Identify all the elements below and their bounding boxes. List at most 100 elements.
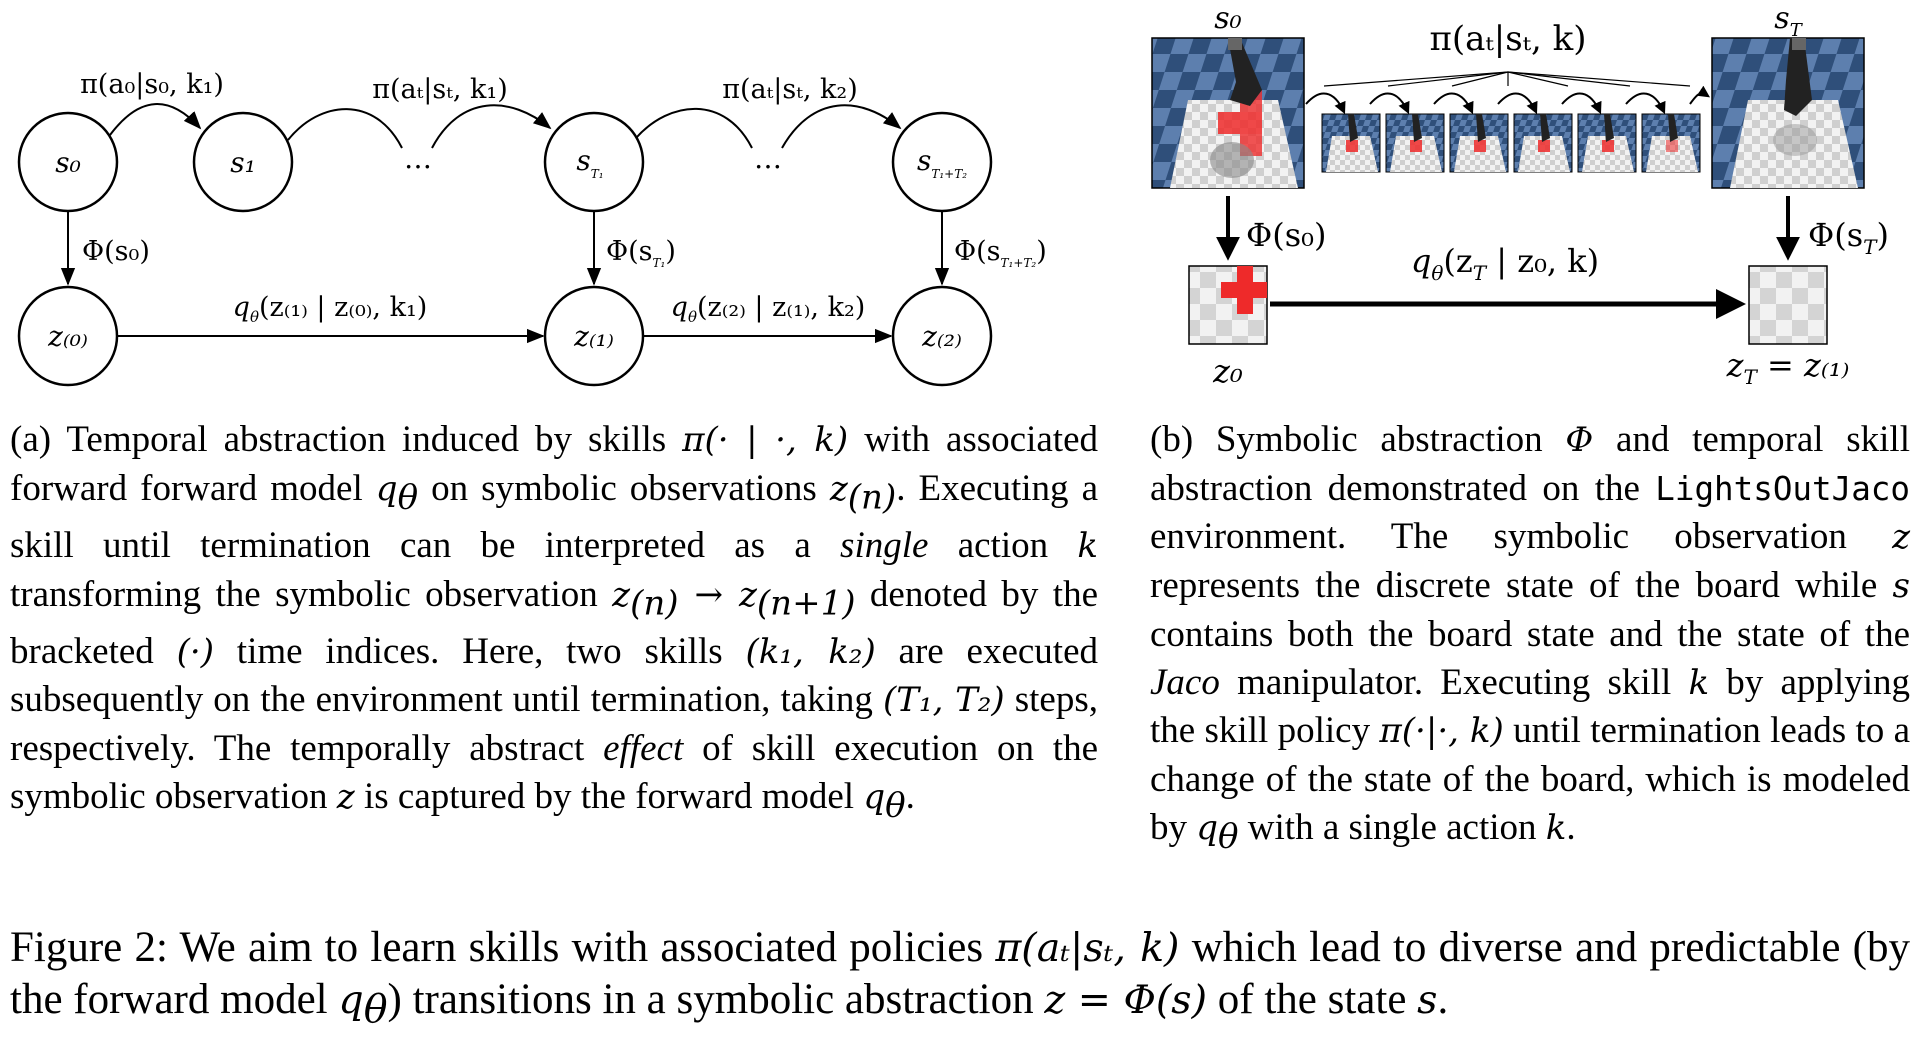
- dots-1: …: [404, 142, 432, 175]
- edge-dots-sT1: [431, 104, 552, 149]
- label-pi-a0: π(a₀|s₀, k₁): [80, 69, 224, 100]
- node-z1-label: z₍₁₎: [573, 320, 614, 353]
- label-phi-s0: Φ(s₀): [82, 236, 150, 267]
- caption-a-math: → z: [678, 574, 757, 615]
- label-pi-k1: π(aₜ|sₜ, k₁): [372, 74, 508, 105]
- caption-a-text: .: [905, 775, 915, 817]
- thumbnail-5: [1577, 113, 1637, 173]
- thumbnail-2: [1385, 113, 1445, 173]
- figure-caption-math: q: [338, 977, 364, 1023]
- caption-a-text: . Executing a skill until termination ca…: [10, 467, 1098, 566]
- figure-caption-math: π(aₜ|sₜ, k): [995, 925, 1180, 971]
- caption-b-math: θ: [1218, 816, 1239, 857]
- node-z2: [891, 285, 993, 387]
- caption-panel-a: (a) Temporal abstraction induced by skil…: [10, 416, 1098, 830]
- label-phi-s0-b: Φ(s₀): [1246, 216, 1326, 254]
- node-s0: [17, 111, 119, 213]
- caption-a-text: with associated forward forward model: [10, 419, 1099, 509]
- caption-b-math: z: [1892, 517, 1910, 558]
- caption-a-text: steps, respectively. The temporally abst…: [10, 679, 1099, 769]
- caption-a-math: z: [336, 776, 355, 817]
- thumbnail-3: [1449, 113, 1509, 173]
- caption-a-text: action: [928, 524, 1078, 566]
- figure-caption-math: s: [1417, 977, 1438, 1023]
- node-z1: [543, 285, 645, 387]
- label-forward-model: qθ(zT | z₀, k): [1411, 242, 1599, 285]
- node-s0-label: s₀: [55, 146, 81, 179]
- caption-a-text: time indices. Here, two skills: [213, 630, 746, 672]
- caption-b-emph: Jaco: [1150, 661, 1220, 703]
- caption-a-text: is captured by the forward model: [354, 775, 864, 817]
- board-zT: [1748, 265, 1828, 345]
- caption-b-math: k: [1688, 662, 1710, 703]
- caption-a-emph: single: [840, 524, 929, 566]
- node-s1-label: s₁: [230, 146, 256, 179]
- label-q-z1: qθ(z₍₁₎ | z₍₀₎, k₁): [233, 292, 428, 326]
- edge-s1-dots: [287, 108, 403, 149]
- caption-panel-b: (b) Symbolic abstraction Φ and temporal …: [1150, 416, 1910, 861]
- label-phi-sT1: Φ(sT₁): [606, 236, 676, 270]
- figure-caption-text: of the state: [1207, 976, 1418, 1023]
- caption-b-text: by applying the skill policy: [1150, 661, 1910, 752]
- node-sT1-label: sT₁: [576, 144, 603, 181]
- caption-b-text: with a single action: [1238, 806, 1546, 848]
- caption-a-emph: effect: [603, 728, 684, 769]
- caption-b-text: contains both the board state and the st…: [1150, 613, 1910, 655]
- figure-caption-text: ) transitions in a symbolic abstraction: [387, 976, 1045, 1023]
- caption-a-text: on symbolic observations: [418, 467, 830, 509]
- caption-a-math: z: [612, 574, 631, 615]
- node-sT1T2-label: sT₁+T₂: [917, 144, 967, 181]
- thumbnail-6: [1641, 113, 1701, 173]
- label-phi-sT-b: Φ(sT): [1808, 216, 1889, 259]
- label-q-z2: qθ(z₍₂₎ | z₍₁₎, k₂): [671, 292, 866, 326]
- caption-b-text: manipulator. Executing skill: [1219, 661, 1689, 703]
- caption-b-text: and temporal skill abstraction demonstra…: [1150, 419, 1910, 509]
- policy-fan-lines: [1323, 71, 1691, 87]
- caption-a-text: are executed subsequently on the environ…: [10, 630, 1098, 721]
- caption-a-text: denoted by the bracketed: [10, 573, 1098, 672]
- caption-a-math: (T₁, T₂): [883, 680, 1005, 721]
- render-s0-image: [1151, 37, 1305, 189]
- label-zT-b: zT = z₍₁₎: [1726, 346, 1850, 389]
- caption-a-math: (n): [847, 477, 897, 518]
- caption-b-math: k: [1545, 807, 1567, 848]
- caption-b-text: environment. The symbolic observation: [1150, 516, 1893, 558]
- figure-caption-text: .: [1437, 976, 1449, 1023]
- label-phi-sT1T2: Φ(sT₁+T₂): [954, 236, 1047, 270]
- caption-a-math: z: [829, 468, 848, 509]
- node-z0: [17, 285, 119, 387]
- label-sT-top: sT: [1774, 1, 1803, 41]
- figure-caption-text: which lead to diverse and predictable (b…: [10, 924, 1911, 1023]
- node-z2-label: z₍₂₎: [921, 320, 962, 353]
- node-z0-label: z₍₀₎: [47, 320, 88, 353]
- caption-b-math: Φ: [1565, 420, 1594, 460]
- caption-a-text: transforming the symbolic observation: [10, 573, 613, 615]
- caption-a-math: (n+1): [756, 582, 856, 623]
- panel-b-diagram: s₀ sT π(aₜ|sₜ, k): [1151, 1, 1889, 390]
- figure-caption-math: z = Φ(s): [1044, 977, 1208, 1023]
- caption-b-env-name: LightsOutJaco: [1655, 469, 1910, 508]
- panel-a-graph: s₀ s₁ sT₁ sT₁+T₂ z₍₀₎ z₍₁₎ z₍₂₎ … … π(a₀…: [17, 69, 1047, 387]
- board-z0: [1188, 265, 1268, 345]
- figure-caption-math: θ: [363, 986, 388, 1033]
- caption-b-label: (b): [1150, 419, 1194, 460]
- caption-b-math: π(·|·, k): [1379, 711, 1504, 752]
- caption-b-text: represents the discrete state of the boa…: [1150, 565, 1893, 607]
- caption-b-text: .: [1566, 806, 1576, 848]
- thumbnail-4: [1513, 113, 1573, 173]
- edge-sT1-dots: [635, 107, 753, 149]
- caption-a-math: π(· | ·, k): [682, 420, 849, 460]
- caption-a-math: q: [375, 468, 398, 509]
- caption-a-math: θ: [885, 785, 906, 826]
- label-z0-b: z₀: [1212, 352, 1243, 390]
- caption-a-text: of skill execution on the symbolic obser…: [10, 728, 1098, 817]
- label-pi-k2: π(aₜ|sₜ, k₂): [722, 74, 858, 105]
- caption-b-text: Symbolic abstraction: [1193, 419, 1566, 460]
- caption-a-math: (n): [630, 582, 679, 623]
- caption-b-math: s: [1892, 566, 1910, 607]
- node-sT1: [543, 111, 645, 213]
- figure-caption-text: We aim to learn skills with associated p…: [167, 924, 996, 971]
- step-arrows: [1305, 85, 1710, 115]
- dots-2: …: [754, 142, 782, 175]
- caption-a-math: k: [1077, 525, 1099, 566]
